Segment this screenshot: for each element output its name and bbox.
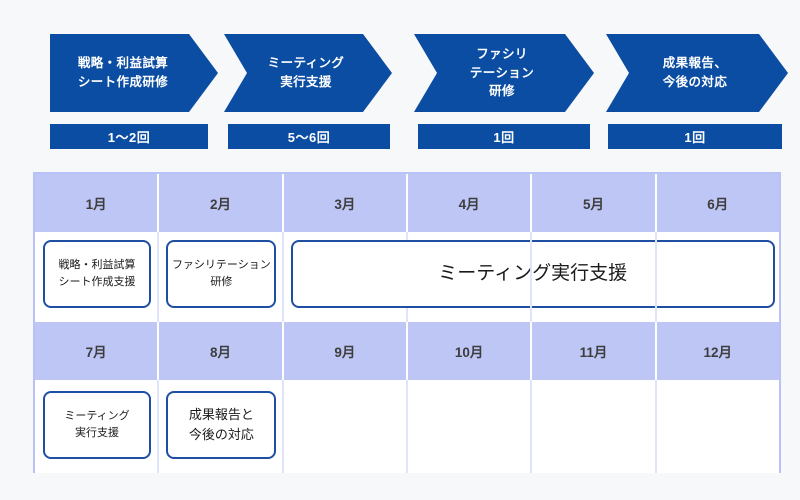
phase-chevron-1[interactable]: 戦略・利益試算 シート作成研修 [50, 34, 218, 112]
schedule-calendar: 1月 2月 3月 4月 5月 6月 戦略・利益試算 シート作成支援 ファシリテー… [33, 172, 781, 473]
task-row-second-half: ミーティング 実行支援 成果報告と 今後の対応 [35, 380, 779, 473]
task-box-meeting-support[interactable]: ミーティング 実行支援 [43, 391, 151, 459]
month-cell-jul: 7月 [35, 322, 160, 380]
task-box-results-report[interactable]: 成果報告と 今後の対応 [166, 391, 277, 459]
phase-count-1: 1〜2回 [50, 124, 208, 149]
month-cell-mar: 3月 [284, 174, 408, 232]
task-cell-sep [284, 380, 408, 473]
month-cell-aug: 8月 [159, 322, 284, 380]
task-row-first-half: 戦略・利益試算 シート作成支援 ファシリテーション 研修 ミーティング実行支援 [35, 232, 779, 322]
phase-chevron-4-label: 成果報告、 今後の対応 [662, 56, 728, 89]
phase-count-3: 1回 [418, 124, 590, 149]
month-header-second-half: 7月 8月 9月 10月 11月 12月 [35, 322, 779, 380]
task-cell-jun [657, 232, 779, 322]
phase-chevron-3-label: ファシリ テーション 研修 [469, 46, 535, 99]
process-phase-row: 戦略・利益試算 シート作成研修 ミーティング 実行支援 ファシリ テーション 研… [0, 34, 800, 112]
task-box-strategy-sheet[interactable]: 戦略・利益試算 シート作成支援 [43, 240, 151, 308]
month-cell-jun: 6月 [707, 197, 729, 212]
month-cell-apr: 4月 [408, 174, 533, 232]
task-cell-jul: ミーティング 実行支援 [35, 380, 160, 473]
task-cell-dec [657, 380, 779, 473]
phase-chevron-2-label: ミーティング 実行支援 [267, 56, 345, 89]
month-header-first-half: 1月 2月 3月 4月 5月 6月 [35, 174, 779, 232]
month-cell-dec: 12月 [703, 345, 733, 360]
phase-chevron-2[interactable]: ミーティング 実行支援 [224, 34, 392, 112]
task-cell-jan: 戦略・利益試算 シート作成支援 [35, 232, 160, 322]
phase-count-row: 1〜2回 5〜6回 1回 1回 [0, 124, 800, 149]
phase-count-4: 1回 [608, 124, 782, 149]
task-cell-oct [408, 380, 533, 473]
phase-count-2: 5〜6回 [228, 124, 390, 149]
month-cell-oct: 10月 [408, 322, 533, 380]
task-box-meeting-support-wide[interactable]: ミーティング実行支援 [290, 240, 775, 308]
task-cell-apr [408, 232, 533, 322]
month-cell-feb: 2月 [159, 174, 284, 232]
task-cell-may [532, 232, 657, 322]
task-cell-mar: ミーティング実行支援 [284, 232, 775, 322]
task-cell-aug: 成果報告と 今後の対応 [159, 380, 284, 473]
task-cell-nov [532, 380, 657, 473]
phase-chevron-1-label: 戦略・利益試算 シート作成研修 [77, 56, 169, 89]
phase-chevron-3[interactable]: ファシリ テーション 研修 [414, 34, 594, 112]
phase-chevron-4[interactable]: 成果報告、 今後の対応 [606, 34, 788, 112]
task-box-facilitation-training[interactable]: ファシリテーション 研修 [166, 240, 277, 308]
month-cell-nov: 11月 [532, 322, 657, 380]
month-cell-may: 5月 [532, 174, 657, 232]
month-cell-jan: 1月 [35, 174, 160, 232]
task-cell-feb: ファシリテーション 研修 [159, 232, 284, 322]
month-cell-sep: 9月 [284, 322, 408, 380]
